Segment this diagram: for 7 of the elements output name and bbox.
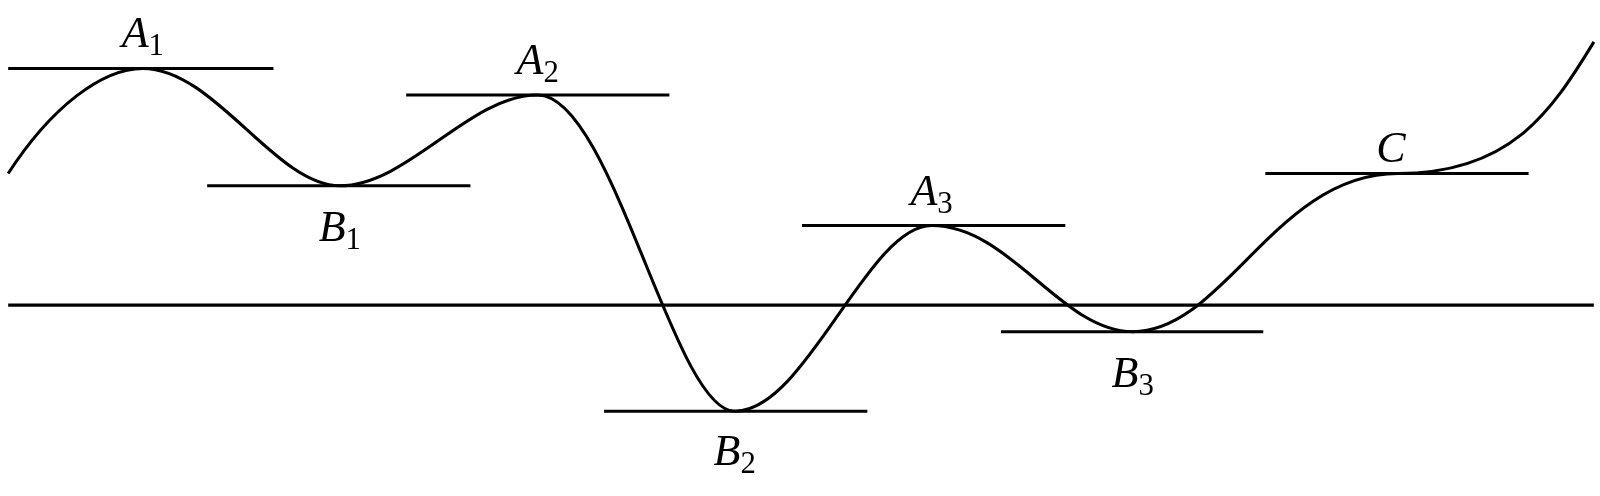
point-label: A$_{1}$ — [121, 10, 164, 61]
point-label: A$_{3}$ — [910, 169, 953, 219]
point-label: A$_{2}$ — [516, 38, 559, 88]
point-label: B$_{2}$ — [713, 429, 756, 479]
point-label: B$_{3}$ — [1111, 350, 1154, 401]
point-label: B$_{1}$ — [318, 204, 361, 255]
point-label: C — [1376, 125, 1406, 170]
